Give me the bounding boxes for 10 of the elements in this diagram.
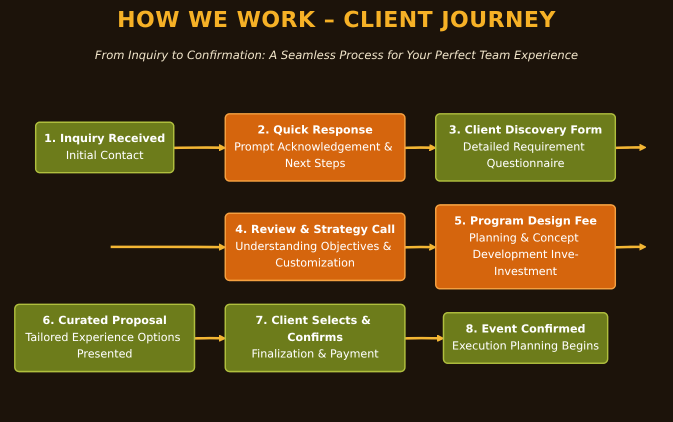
subtitle: From Inquiry to Confirmation: A Seamless Process for Your Perfect Team Experience <box>94 48 578 62</box>
arrow <box>405 244 436 252</box>
arrow <box>616 144 647 152</box>
arrow <box>194 334 226 342</box>
arrow <box>616 243 647 251</box>
arrow <box>405 144 436 152</box>
title: HOW WE WORK – CLIENT JOURNEY <box>117 8 556 33</box>
arrow <box>405 334 444 342</box>
arrow <box>174 144 226 152</box>
arrow <box>110 244 226 252</box>
